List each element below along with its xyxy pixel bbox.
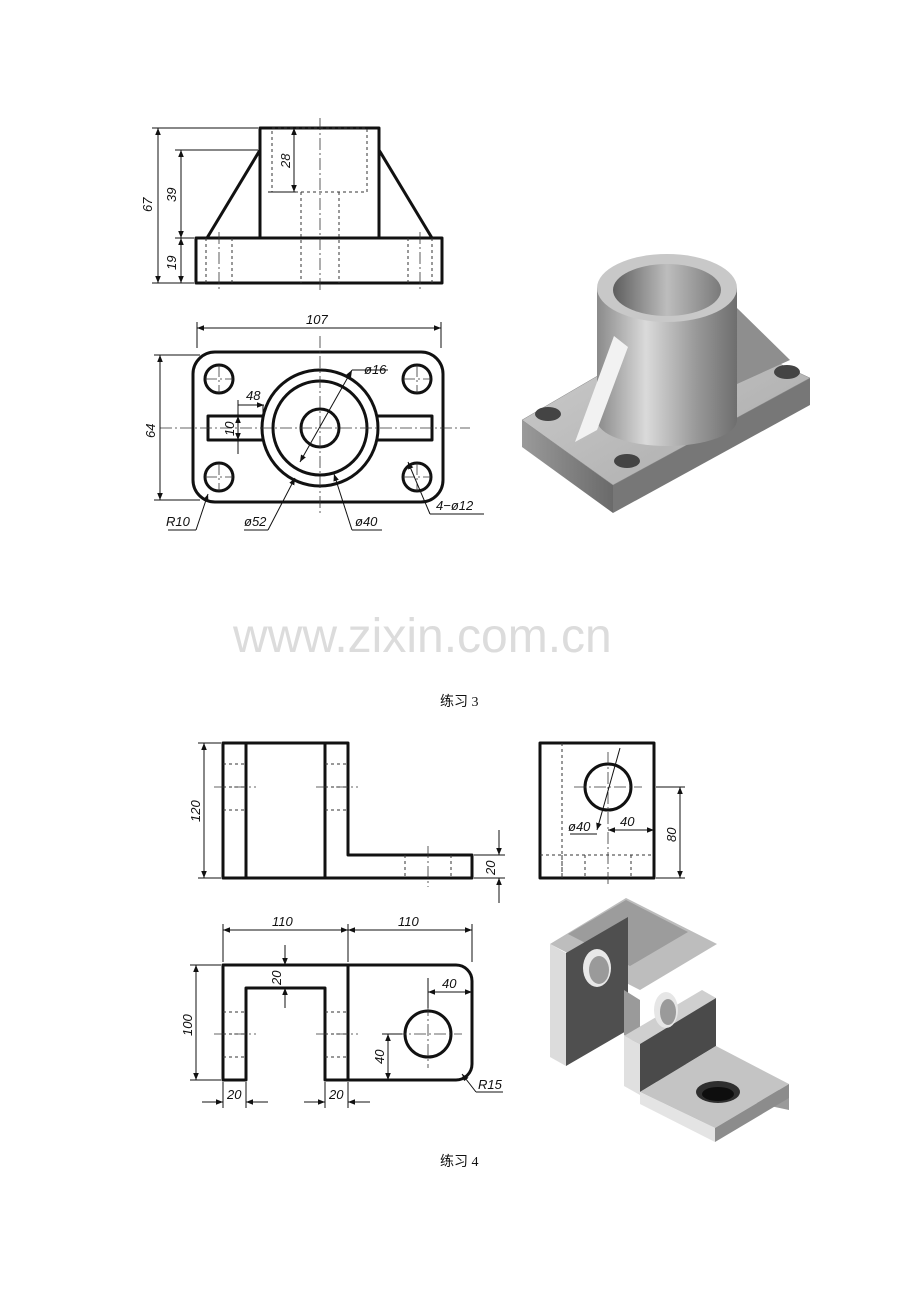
dim-110-left: 110 xyxy=(272,914,293,929)
dim-r10: R10 xyxy=(166,514,191,529)
dim-19: 19 xyxy=(164,256,179,270)
dim-80: 80 xyxy=(664,827,679,842)
dim-120: 120 xyxy=(188,800,203,822)
ex4-top-view: 110 110 20 100 40 40 20 20 R15 xyxy=(180,914,503,1108)
dim-40-x: 40 xyxy=(442,976,457,991)
dim-d40-side: ø40 xyxy=(568,819,591,834)
dim-39: 39 xyxy=(164,188,179,202)
dim-20-height: 20 xyxy=(483,860,498,876)
dim-20-left: 20 xyxy=(226,1087,242,1102)
dim-4xd12: 4−ø12 xyxy=(436,498,474,513)
dim-67: 67 xyxy=(140,197,155,212)
ex3-top-view: 107 64 48 10 ø16 R10 ø52 ø40 4−ø12 xyxy=(143,312,484,531)
dim-100: 100 xyxy=(180,1014,195,1036)
dim-40-side: 40 xyxy=(620,814,635,829)
ex3-front-view: 67 39 19 28 xyxy=(140,118,444,292)
dim-20-slot: 20 xyxy=(269,970,284,986)
dim-28: 28 xyxy=(278,153,293,169)
ex4-side-view: ø40 40 80 xyxy=(538,741,685,887)
watermark: www.zixin.com.cn xyxy=(232,610,612,663)
dim-d52: ø52 xyxy=(244,514,267,529)
ex3-isometric-model xyxy=(521,254,811,513)
dim-64: 64 xyxy=(143,424,158,438)
dim-10: 10 xyxy=(222,421,237,436)
dim-d40: ø40 xyxy=(355,514,378,529)
dim-20-right: 20 xyxy=(328,1087,344,1102)
caption-exercise-4: 练习 4 xyxy=(440,1154,479,1170)
caption-exercise-3: 练习 3 xyxy=(440,694,479,710)
dim-48: 48 xyxy=(246,388,261,403)
dim-r15: R15 xyxy=(478,1077,503,1092)
dim-d16: ø16 xyxy=(364,362,387,377)
dim-107: 107 xyxy=(306,312,328,327)
ex4-isometric-model xyxy=(550,898,789,1142)
dim-40-y: 40 xyxy=(372,1049,387,1064)
ex4-front-view: 120 20 xyxy=(188,741,505,903)
dim-110-right: 110 xyxy=(398,914,419,929)
